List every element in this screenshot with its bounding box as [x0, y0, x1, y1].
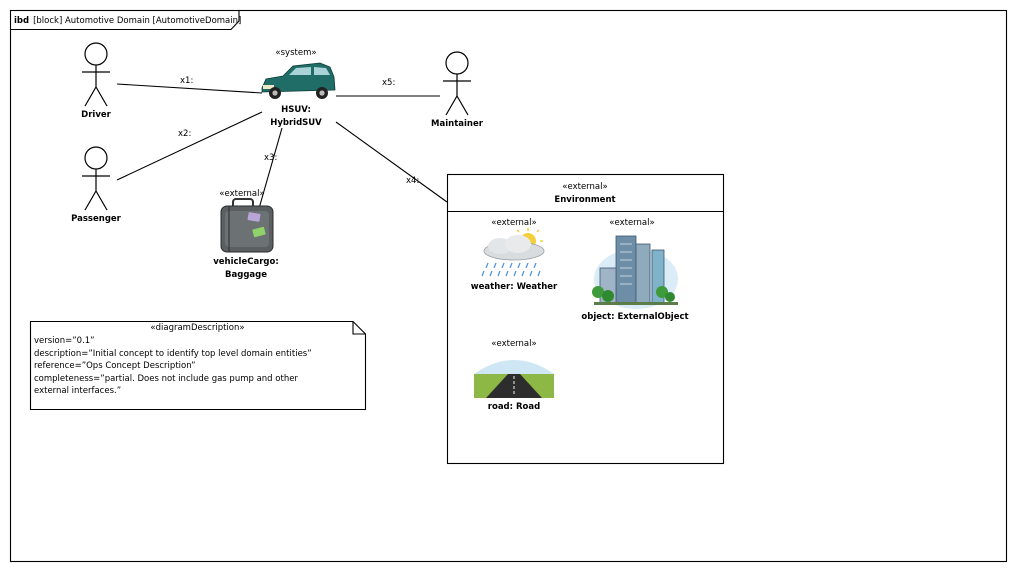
part-vehicle-cargo[interactable]: «external» vehicleCargo: Baggage — [213, 189, 278, 280]
connector-x4-label: x4: — [406, 176, 419, 186]
actor-maintainer[interactable]: Maintainer — [431, 51, 484, 129]
stick-figure-icon — [82, 146, 110, 211]
diagram-description-note[interactable]: «diagramDescription» version=”0.1” descr… — [30, 321, 365, 409]
weather-name: weather: Weather — [471, 282, 558, 292]
connector-x2-label: x2: — [178, 129, 191, 139]
road-stereotype: «external» — [491, 339, 536, 349]
city-buildings-icon — [592, 235, 678, 309]
connector-x5-label: x5: — [382, 78, 395, 88]
actor-passenger-label: Passenger — [71, 214, 122, 224]
note-line: version=”0.1” — [34, 336, 95, 347]
weather-stereotype: «external» — [491, 218, 536, 228]
connector-x4[interactable] — [335, 121, 448, 203]
stick-figure-icon — [443, 51, 471, 116]
note-line: reference=”Ops Concept Description” — [34, 361, 196, 372]
note-body: version=”0.1” description=”Initial conce… — [34, 335, 365, 397]
note-line: description=”Initial concept to identify… — [34, 348, 312, 359]
cargo-stereotype: «external» — [219, 189, 264, 199]
diagram-frame — [9, 9, 1008, 563]
connector-x1[interactable] — [116, 83, 263, 94]
connector-x2[interactable] — [116, 111, 263, 181]
note-fold — [352, 321, 366, 335]
environment-border — [446, 173, 725, 465]
part-road[interactable]: «external» road: Road — [474, 339, 554, 412]
road-name: road: Road — [488, 402, 540, 412]
frame-header-border — [10, 10, 240, 31]
note-line: external interfaces.” — [34, 386, 122, 397]
part-weather[interactable]: «external» — [471, 218, 558, 292]
environment-name: Environment — [554, 195, 615, 205]
frame-header: ibd[block] Automotive Domain [Automotive… — [14, 16, 241, 26]
car-icon — [261, 62, 336, 99]
note-border — [29, 320, 367, 411]
system-name-line2: HybridSUV — [270, 118, 322, 128]
cargo-name-line1: vehicleCargo: — [213, 257, 278, 267]
part-external-object[interactable]: «external» object: ExternalObject — [581, 218, 688, 322]
system-hsuv[interactable]: «system» HSUV: HybridSUV — [261, 48, 336, 128]
environment-stereotype: «external» — [562, 182, 607, 192]
system-stereotype: «system» — [275, 48, 316, 58]
note-line: completeness=”partial. Does not include … — [34, 373, 298, 384]
suitcase-icon — [220, 198, 274, 253]
actor-driver-label: Driver — [81, 110, 111, 120]
connector-x1-label: x1: — [180, 76, 193, 86]
block-environment[interactable]: «external» Environment «external» — [446, 173, 725, 465]
cargo-name-line2: Baggage — [225, 270, 267, 280]
actor-passenger[interactable]: Passenger — [71, 146, 122, 224]
object-stereotype: «external» — [609, 218, 654, 228]
weather-cloud-sun-icon — [481, 228, 545, 277]
system-name-line1: HSUV: — [281, 105, 311, 115]
object-name: object: ExternalObject — [581, 312, 688, 322]
connector-x3-label: x3: — [264, 153, 277, 163]
connector-x3[interactable] — [257, 127, 283, 213]
actor-maintainer-label: Maintainer — [431, 119, 484, 129]
road-icon — [474, 360, 554, 398]
stick-figure-icon — [82, 42, 110, 107]
note-stereotype: «diagramDescription» — [150, 323, 245, 333]
actor-driver[interactable]: Driver — [81, 42, 112, 120]
